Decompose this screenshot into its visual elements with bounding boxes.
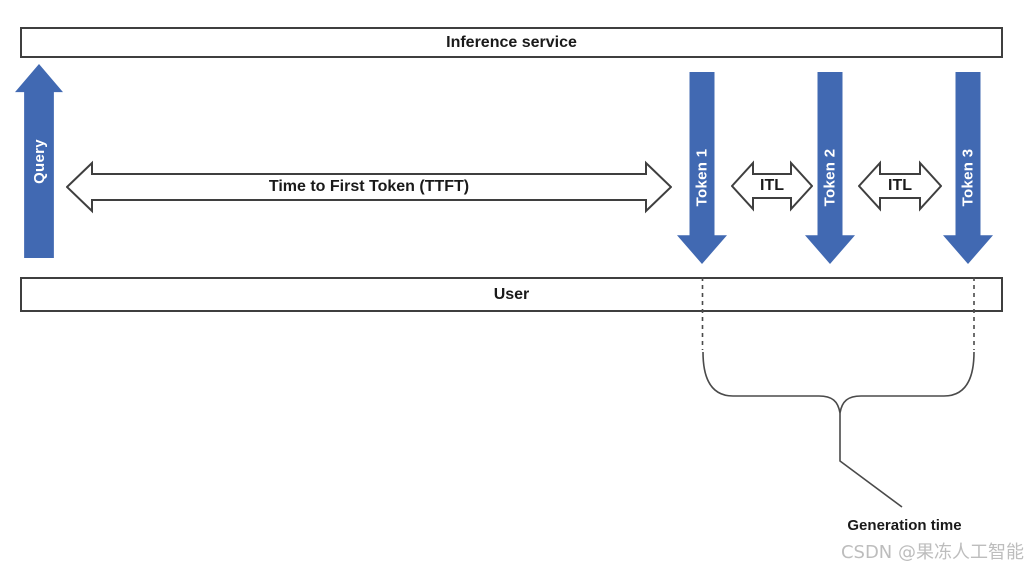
- pointer-line: [839, 413, 903, 508]
- watermark-text: CSDN @果冻人工智能: [840, 542, 1024, 563]
- token-3-arrow-label: Token 3: [959, 148, 977, 206]
- brace-path: [702, 351, 975, 414]
- ttft-arrow: Time to First Token (TTFT): [66, 159, 672, 215]
- user-box: User: [20, 277, 1003, 312]
- token-1-arrow-label: Token 1: [693, 148, 711, 206]
- token-3-arrow: Token 3: [943, 72, 993, 264]
- generation-time-label: Generation time: [847, 517, 962, 534]
- itl-arrow-1-label: ITL: [760, 177, 784, 194]
- itl-arrow-1: ITL: [731, 158, 813, 214]
- ttft-arrow-label: Time to First Token (TTFT): [268, 178, 470, 195]
- itl-arrow-2-label: ITL: [888, 177, 912, 194]
- inference-service-box: Inference service: [20, 27, 1003, 58]
- query-arrow-label: Query: [30, 138, 48, 184]
- token-1-arrow: Token 1: [677, 72, 727, 264]
- double-arrow-icon: [858, 160, 942, 212]
- token-2-arrow-label: Token 2: [821, 148, 839, 206]
- inference-service-label: Inference service: [446, 33, 577, 51]
- query-arrow: Query: [15, 64, 63, 258]
- user-label: User: [493, 285, 530, 303]
- double-arrow-icon: [66, 160, 672, 214]
- double-arrow-icon: [731, 160, 813, 212]
- itl-arrow-2: ITL: [858, 158, 942, 214]
